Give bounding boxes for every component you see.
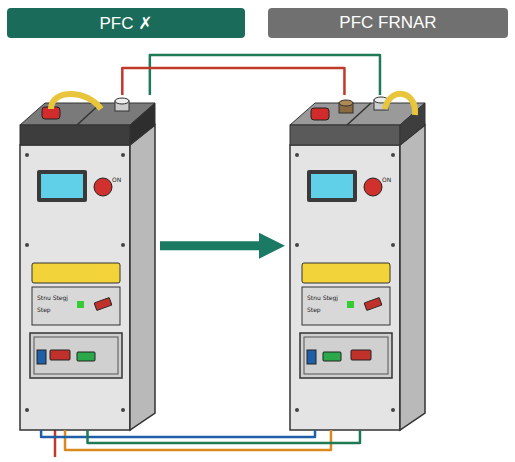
yellow-label bbox=[32, 263, 120, 283]
connector-panel-inner bbox=[304, 337, 388, 374]
screw bbox=[25, 408, 29, 412]
screw bbox=[391, 153, 395, 157]
center-terminal-top bbox=[339, 100, 353, 106]
green-plug bbox=[77, 352, 95, 361]
red-plug bbox=[50, 350, 70, 360]
wire bbox=[65, 430, 331, 450]
lid-side bbox=[130, 103, 155, 145]
red-plug bbox=[351, 350, 371, 360]
red-knob bbox=[94, 178, 112, 196]
connector-panel bbox=[300, 333, 392, 378]
panel-text: Stnu Stegj bbox=[307, 294, 338, 301]
wire bbox=[122, 68, 344, 95]
display-frame bbox=[37, 170, 87, 202]
wire bbox=[150, 55, 380, 95]
red-button bbox=[311, 108, 329, 120]
header-band: PFC FRNAR bbox=[268, 8, 508, 38]
green-led bbox=[347, 301, 354, 308]
left-unit-drawing bbox=[20, 94, 155, 457]
red-plug bbox=[364, 298, 382, 311]
screw bbox=[391, 408, 395, 412]
screw bbox=[391, 243, 395, 247]
blue-switch bbox=[307, 350, 316, 364]
screw bbox=[295, 408, 299, 412]
front-face bbox=[290, 145, 400, 430]
screw bbox=[121, 243, 125, 247]
screw bbox=[121, 153, 125, 157]
side-face bbox=[130, 125, 155, 430]
wire bbox=[88, 430, 360, 443]
header-text: PFC ✗ bbox=[100, 13, 153, 34]
screw bbox=[295, 243, 299, 247]
battery-unit: ON Stnu StegjStep bbox=[15, 95, 160, 430]
front-face bbox=[20, 145, 130, 430]
panel-text: ON bbox=[112, 176, 121, 183]
green-led bbox=[77, 301, 84, 308]
red-plug bbox=[94, 298, 112, 311]
red-knob bbox=[364, 178, 382, 196]
blue-switch bbox=[37, 350, 46, 364]
right-unit-drawing bbox=[290, 94, 425, 430]
silver-terminal-top bbox=[115, 98, 129, 104]
connector-panel-inner bbox=[34, 337, 118, 374]
header-band: PFC ✗ bbox=[7, 8, 245, 38]
panel-text: Step bbox=[307, 306, 321, 313]
panel-text: ON bbox=[382, 176, 391, 183]
panel-text: Stnu Stegj bbox=[37, 294, 68, 301]
status-panel bbox=[32, 287, 120, 325]
battery-unit: ON Stnu StegjStep bbox=[285, 95, 430, 430]
yellow-strap bbox=[385, 94, 415, 115]
lid-front bbox=[20, 125, 130, 145]
side-face bbox=[400, 125, 425, 430]
green-plug bbox=[323, 352, 341, 361]
status-panel bbox=[302, 287, 390, 325]
lid-front bbox=[290, 125, 400, 145]
screw bbox=[25, 153, 29, 157]
display-frame bbox=[307, 170, 357, 202]
yellow-label bbox=[302, 263, 390, 283]
transition-arrow bbox=[160, 241, 285, 250]
display-screen bbox=[41, 174, 83, 198]
screw bbox=[121, 408, 125, 412]
screw bbox=[25, 243, 29, 247]
connector-panel bbox=[30, 333, 122, 378]
header-text: PFC FRNAR bbox=[339, 13, 436, 33]
screw bbox=[295, 153, 299, 157]
display-screen bbox=[311, 174, 353, 198]
panel-text: Step bbox=[37, 306, 51, 313]
wire bbox=[41, 430, 315, 437]
yellow-strap bbox=[51, 94, 101, 109]
